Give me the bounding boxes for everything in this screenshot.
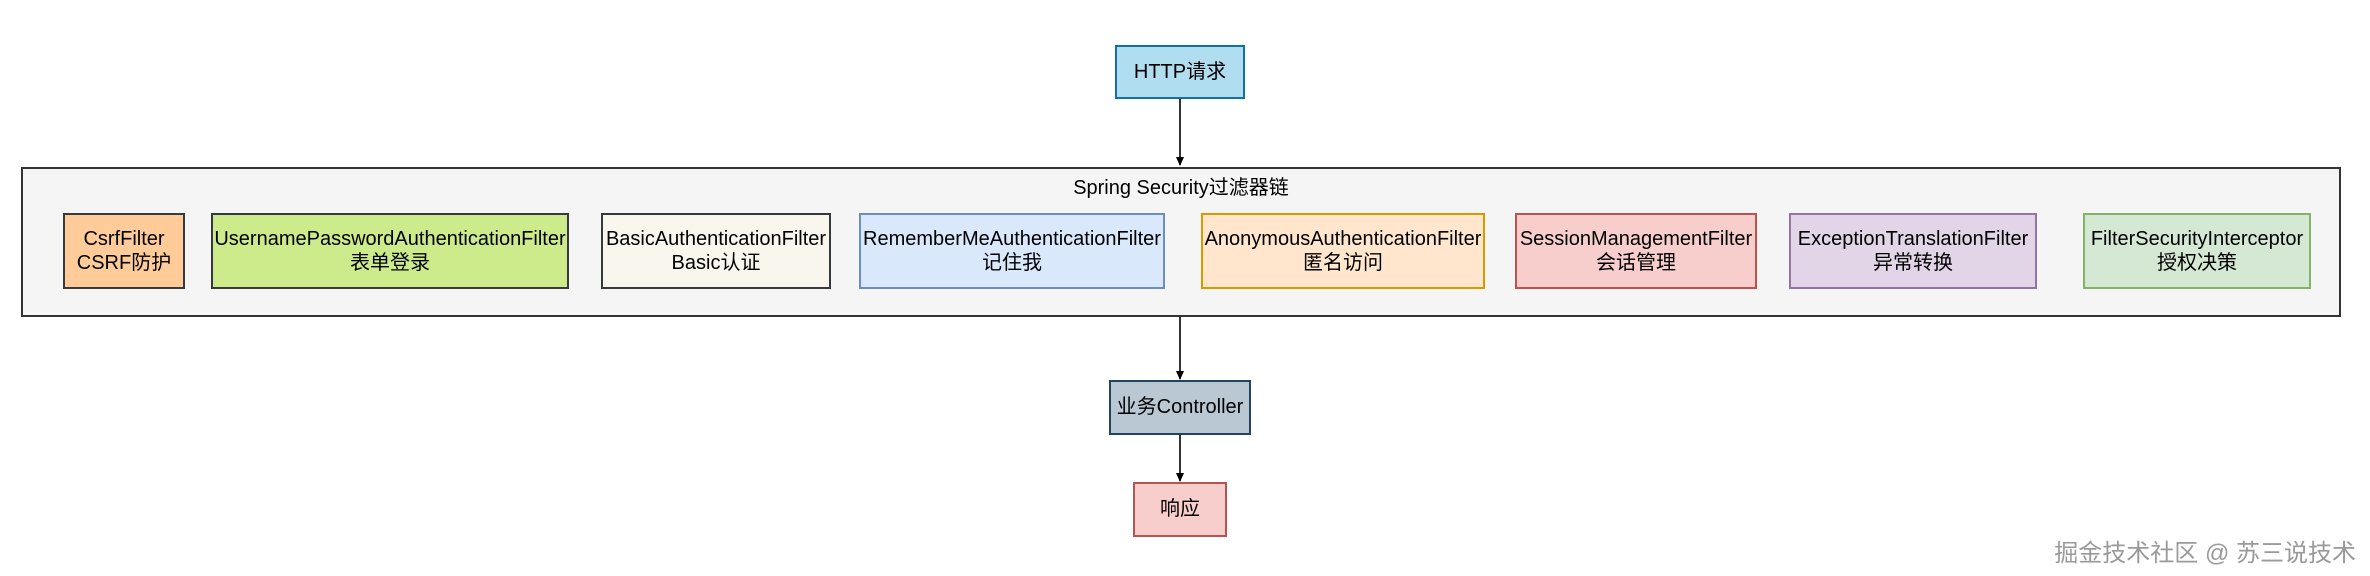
controller-node: 业务Controller	[1109, 380, 1251, 435]
filter-desc: 异常转换	[1873, 252, 1953, 274]
filter-desc: 表单登录	[350, 252, 430, 274]
filter-name: SessionManagementFilter	[1519, 228, 1753, 250]
filter-csrf: CsrfFilter CSRF防护	[63, 213, 185, 289]
http-request-label: HTTP请求	[1133, 60, 1227, 83]
filter-security-interceptor: FilterSecurityInterceptor 授权决策	[2083, 213, 2311, 289]
filter-username-password: UsernamePasswordAuthenticationFilter 表单登…	[211, 213, 569, 289]
filter-desc: 记住我	[982, 252, 1042, 274]
filter-name: BasicAuthenticationFilter	[605, 228, 827, 250]
filter-name: UsernamePasswordAuthenticationFilter	[214, 228, 566, 250]
filter-name: ExceptionTranslationFilter	[1797, 228, 2029, 250]
security-filter-chain: Spring Security过滤器链 CsrfFilter CSRF防护 Us…	[21, 167, 2341, 317]
response-node: 响应	[1133, 482, 1227, 537]
filter-desc: Basic认证	[671, 252, 761, 274]
chain-title: Spring Security过滤器链	[1073, 177, 1289, 199]
filter-basic-auth: BasicAuthenticationFilter Basic认证	[601, 213, 831, 289]
filter-desc: 会话管理	[1596, 252, 1676, 274]
filter-exception-translation: ExceptionTranslationFilter 异常转换	[1789, 213, 2037, 289]
filter-name: RememberMeAuthenticationFilter	[863, 228, 1161, 250]
filter-desc: CSRF防护	[76, 252, 172, 274]
http-request-node: HTTP请求	[1115, 45, 1245, 99]
response-label: 响应	[1160, 498, 1200, 520]
controller-label: 业务Controller	[1116, 396, 1244, 418]
watermark: 掘金技术社区 @ 苏三说技术	[2054, 540, 2356, 567]
filter-name: CsrfFilter	[83, 228, 165, 250]
filter-desc: 授权决策	[2157, 252, 2237, 274]
filter-desc: 匿名访问	[1303, 252, 1383, 274]
filter-remember-me: RememberMeAuthenticationFilter 记住我	[859, 213, 1165, 289]
filter-anonymous: AnonymousAuthenticationFilter 匿名访问	[1201, 213, 1485, 289]
filter-name: AnonymousAuthenticationFilter	[1204, 228, 1482, 250]
filter-name: FilterSecurityInterceptor	[2090, 228, 2304, 250]
filter-session-management: SessionManagementFilter 会话管理	[1515, 213, 1757, 289]
